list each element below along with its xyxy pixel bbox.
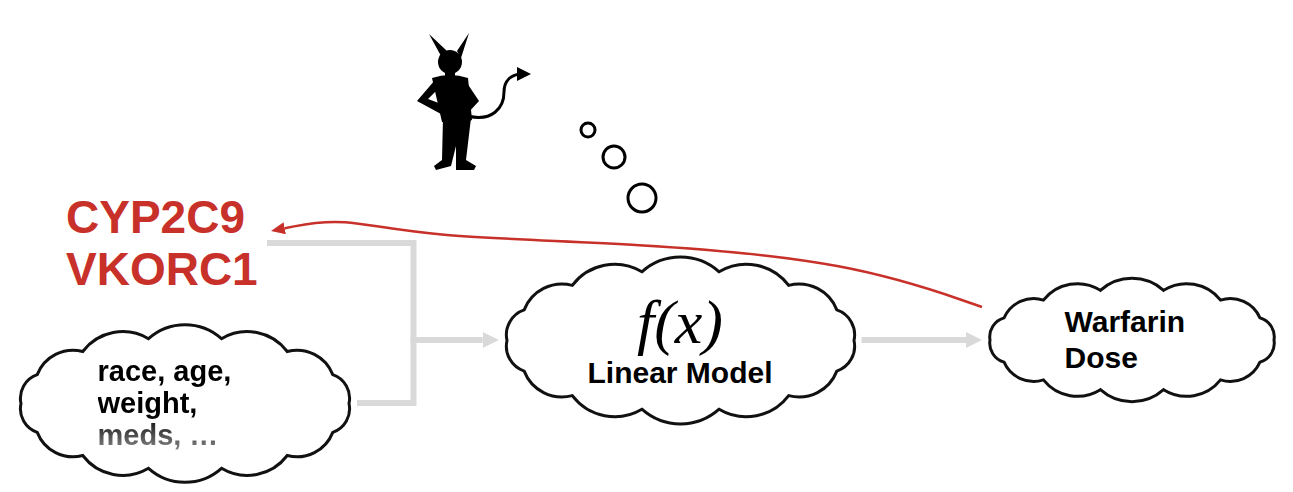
devil-tail — [468, 74, 520, 117]
cloud-shape — [506, 257, 854, 424]
cloud-outline — [982, 281, 1282, 399]
node-content: f(x)Linear Model — [587, 289, 772, 391]
devil-legs — [434, 118, 476, 170]
input-features: race, age, weight, meds, … — [98, 355, 273, 451]
devil-figure — [417, 33, 531, 170]
dose-cloud: Warfarin Dose — [982, 281, 1282, 399]
gene-names: CYP2C9 VKORC1 — [66, 191, 266, 295]
output-label: Warfarin Dose — [1065, 304, 1200, 376]
node-content: race, age, weight, meds, … — [98, 355, 273, 451]
cloud-shape — [990, 278, 1275, 402]
cloud-shape — [20, 324, 349, 482]
thought-bubble — [628, 184, 656, 212]
flow-arrow — [267, 243, 483, 340]
thought-bubble — [603, 146, 625, 168]
model-cloud: f(x)Linear Model — [499, 262, 862, 419]
flow-arrow — [862, 337, 967, 343]
input-cloud: race, age, weight, meds, … — [13, 329, 357, 478]
devil-arm — [461, 80, 479, 114]
node-content: CYP2C9 VKORC1 — [66, 191, 266, 295]
devil-arm — [417, 80, 444, 114]
thought-bubbles — [581, 123, 656, 212]
model-name: Linear Model — [587, 355, 772, 391]
devil-tail-tip — [517, 67, 531, 81]
gene-label: CYP2C9 VKORC1 — [65, 190, 267, 296]
function-symbol: f(x) — [637, 289, 723, 355]
thought-bubble — [581, 123, 595, 137]
flow-arrow — [357, 340, 483, 403]
node-content: Warfarin Dose — [1065, 304, 1200, 376]
